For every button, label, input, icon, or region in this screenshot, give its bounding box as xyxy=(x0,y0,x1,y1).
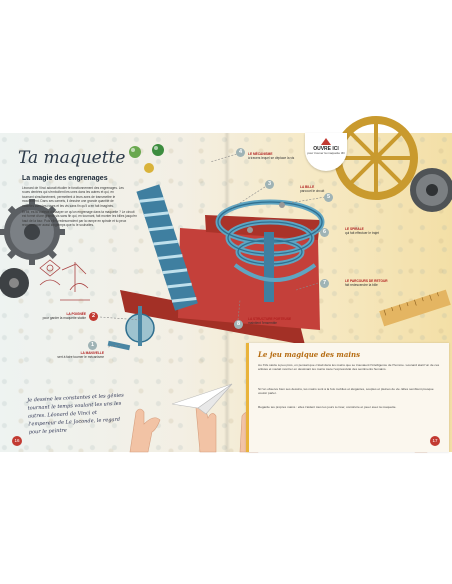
open-here-badge[interactable]: OUVRE ICI pour trouver la maquette 3D xyxy=(305,133,347,171)
intro-paragraph-2: Et toi, es-tu curieux d'essayer ce qu'un… xyxy=(22,210,137,228)
gear-icon-left-small xyxy=(0,268,29,298)
callout-parcours-retour: LE PARCOURS DE RETOUR fait redescendre l… xyxy=(345,279,397,288)
callout-title: LA STRUCTURE PORTEUSE xyxy=(248,317,292,321)
page-number-left: 16 xyxy=(12,436,22,446)
page-number-right: 17 xyxy=(430,436,440,446)
marble-run-model xyxy=(107,184,325,351)
page-title: Ta maquette xyxy=(18,148,126,168)
paper-plane-icon xyxy=(171,383,233,415)
handwritten-note: Je dessine les constantes et les génies … xyxy=(27,392,124,436)
section-heading: La magie des engrenages xyxy=(22,175,108,182)
callout-title: LE PARCOURS DE RETOUR xyxy=(345,279,388,283)
callout-number-6: 6 xyxy=(320,228,329,237)
callout-title: LA BILLE xyxy=(300,185,315,189)
marble-icons xyxy=(129,144,164,173)
callout-text: fait redescendre la bille xyxy=(345,282,378,287)
intro-paragraph-1: Léonard de Vinci adorait étudier le fonc… xyxy=(22,186,124,208)
ruler-icon xyxy=(379,289,451,327)
callout-number-4: 4 xyxy=(236,148,245,157)
callout-structure: LA STRUCTURE PORTEUSE maintient l'ensemb… xyxy=(248,317,308,326)
callout-text: maintient l'ensemble xyxy=(248,320,277,325)
callout-number-5: 5 xyxy=(324,193,333,202)
callout-spirale: LE SPIRALE qui fait effectuer le trajet xyxy=(345,227,393,236)
callout-manivelle: LA MANIVELLE sert à faire tourner le méc… xyxy=(48,351,104,360)
note-paragraph-1: Au XVe siècle à peu près, on pensait que… xyxy=(258,363,440,372)
callout-poignee: LA POIGNÉE pour garder la maquette stabl… xyxy=(40,312,86,321)
note-heading: Le jeu magique des mains xyxy=(258,350,361,359)
callout-number-3: 3 xyxy=(265,180,274,189)
gear-icon-left-large xyxy=(0,199,65,265)
callout-number-2: 2 xyxy=(89,312,98,321)
note-paragraph-2: Si l'on observe bien ses dessins, les ma… xyxy=(258,387,434,396)
callout-number-7: 7 xyxy=(320,279,329,288)
callout-text: pour garder la maquette stable xyxy=(42,315,86,320)
callout-text: sert à faire tourner le mécanisme xyxy=(57,354,104,359)
callout-number-1: 1 xyxy=(88,341,97,350)
callout-mecanisme: LE MÉCANISME à travers lequel se déplace… xyxy=(248,152,296,161)
callout-title: LA MANIVELLE xyxy=(80,351,104,355)
badge-title: OUVRE ICI xyxy=(313,146,339,152)
hands-note-box: Le jeu magique des mains Au XVe siècle à… xyxy=(246,343,449,452)
callout-number-8: 8 xyxy=(234,320,243,329)
gear-icon-right-gold xyxy=(334,116,418,200)
callout-title: LE SPIRALE xyxy=(345,227,364,231)
callout-text: parcourt le circuit xyxy=(300,188,325,193)
arrow-up-icon xyxy=(321,138,331,145)
gear-icon-right-dark xyxy=(410,168,452,212)
sketch-drawing-icon xyxy=(39,259,90,301)
badge-text: pour trouver la maquette 3D xyxy=(307,151,345,155)
callout-text: qui fait effectuer le trajet xyxy=(345,230,379,235)
callout-title: LE MÉCANISME xyxy=(248,152,273,156)
note-paragraph-3: Regarde tes propres mains : elles t'aide… xyxy=(258,405,397,409)
callout-title: LA POIGNÉE xyxy=(66,312,86,316)
callout-bille: LA BILLE parcourt le circuit xyxy=(300,185,340,194)
callout-leader-lines xyxy=(99,152,326,348)
callout-text: à travers lequel se déplace la vis xyxy=(248,155,295,160)
